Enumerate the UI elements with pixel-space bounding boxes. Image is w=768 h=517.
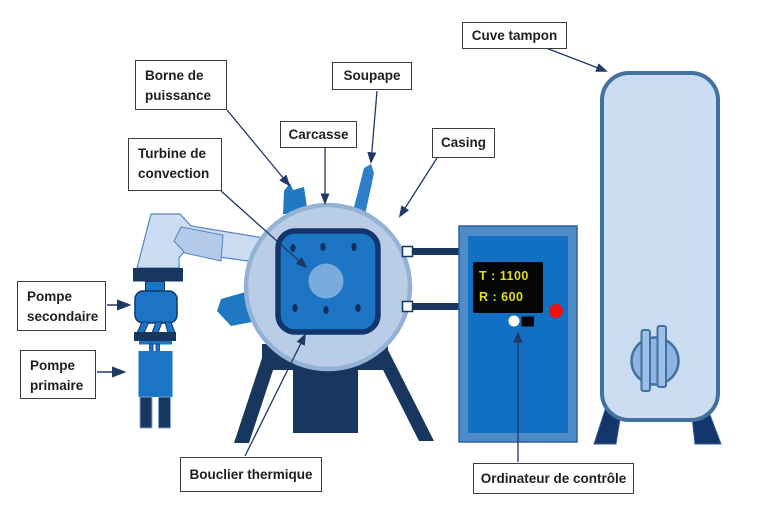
buffer-tank (593, 71, 722, 445)
primary-pump-leg-right (158, 396, 171, 429)
left-leg (234, 352, 279, 443)
label-ordinateur-de-controle: Ordinateur de contrôle (473, 463, 634, 494)
label-bouclier-thermique: Bouclier thermique (180, 457, 322, 492)
lower-pipe (408, 303, 462, 310)
black-switch[interactable] (521, 316, 535, 327)
pipes (401, 245, 462, 313)
pump-struts (136, 321, 176, 334)
upper-connector (401, 245, 414, 258)
arrow-soupape (367, 90, 378, 164)
pump-post-right (155, 343, 160, 352)
temperature-readout: T : 1100 (479, 269, 529, 283)
reactor (243, 202, 413, 372)
convection-duct (136, 213, 265, 269)
label-carcasse: Carcasse (280, 121, 357, 148)
bolts (290, 243, 361, 314)
pump-neck (145, 281, 165, 292)
screen-readout: T : 1100 R : 600 (479, 266, 541, 308)
arrow-turbine-convection (220, 190, 308, 269)
label-pompe-secondaire: Pompe secondaire (17, 281, 106, 331)
valve-stub (352, 164, 374, 215)
arrow-casing (398, 157, 438, 218)
pedestal (293, 368, 358, 433)
arrow-cuve-tampon (545, 47, 608, 72)
upper-pipe (408, 248, 462, 255)
arrow-borne-puissance (226, 109, 291, 187)
primary-pump-body (138, 351, 173, 397)
pump-top-bar (133, 268, 183, 282)
lower-connector (401, 300, 414, 313)
lower-left-nozzle (217, 291, 252, 326)
power-terminal (283, 183, 308, 214)
label-casing: Casing (432, 128, 495, 158)
arrow-bouclier-thermique (244, 333, 306, 457)
white-button[interactable] (508, 315, 520, 327)
pump-assembly (133, 268, 183, 429)
tank-body (600, 71, 720, 422)
pump-mid-bar (134, 332, 176, 341)
annotation-arrows (97, 47, 608, 462)
reactor-protrusions (217, 164, 374, 326)
label-borne-de-puissance: Borne de puissance (135, 60, 227, 110)
pump-mid-strip (139, 341, 172, 345)
secondary-pump-body (134, 290, 178, 324)
label-cuve-tampon: Cuve tampon (462, 22, 567, 49)
duct-joint (173, 226, 224, 262)
pump-post-left (149, 343, 154, 352)
flange-bolt-left (640, 329, 651, 392)
label-pompe-primaire: Pompe primaire (20, 350, 96, 399)
right-leg (373, 350, 434, 441)
label-soupape: Soupape (332, 62, 412, 90)
computer-screen (473, 262, 543, 313)
red-alert-button[interactable] (549, 304, 563, 318)
tank-flange (630, 336, 680, 386)
primary-pump-leg-left (139, 396, 153, 429)
label-turbine-de-convection: Turbine de convection (128, 138, 222, 191)
turbine-hub (308, 263, 344, 299)
r-readout: R : 600 (479, 290, 524, 304)
flange-bolt-right (656, 325, 667, 388)
